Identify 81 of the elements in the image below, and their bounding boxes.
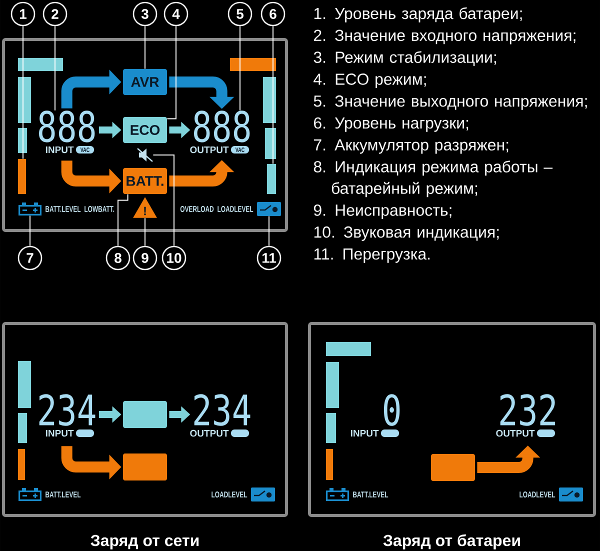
callout-number: 7: [18, 246, 42, 270]
callout-number: 3: [132, 2, 158, 26]
level-segment: [265, 128, 276, 159]
panel-label: Заряд от сети: [90, 534, 199, 550]
callout-number: 9: [132, 246, 158, 270]
leader-line: [118, 194, 128, 246]
level-segment: [18, 413, 27, 443]
level-segment: [18, 77, 31, 123]
leader-line: [152, 154, 174, 246]
indicator-label: LOADLEVEL: [520, 492, 556, 498]
lcd-panel: [2, 322, 288, 517]
leader-line: [144, 218, 146, 246]
list-item: 7. Аккумулятор разряжен;: [314, 139, 508, 154]
indicator-box: ECO: [123, 117, 167, 143]
display-label: INPUT: [46, 146, 74, 154]
callout-number: 6: [260, 2, 286, 26]
battery-icon: [18, 488, 42, 501]
switch-icon: [257, 202, 281, 216]
indicator-label: BATT.LEVEL: [46, 206, 81, 212]
digit-display: 234: [194, 394, 250, 426]
battery-icon: [326, 488, 349, 501]
callout-number: 11: [256, 246, 282, 270]
callout-number: 5: [228, 2, 252, 26]
indicator-box: [123, 401, 167, 428]
callout-number: 10: [162, 246, 186, 270]
battery-icon: [18, 202, 42, 216]
callout-number: 1: [10, 2, 36, 26]
lcd-panel: [308, 322, 596, 517]
level-segment: [18, 361, 31, 408]
leader-line: [268, 216, 270, 246]
list-item: 10. Звуковая индикация;: [314, 226, 499, 241]
indicator-box: BATT.: [123, 168, 167, 194]
list-item: 3. Режим стабилизации;: [314, 51, 496, 66]
indicator-box: [431, 454, 475, 481]
level-segment: [326, 342, 371, 356]
digit-display: 888: [194, 110, 250, 142]
list-item: 9. Неисправность;: [314, 204, 452, 220]
indicator-label: LOADLEVEL: [218, 206, 254, 212]
indicator-box: AVR: [123, 69, 167, 95]
leader-line: [272, 26, 274, 164]
digit-display: 232: [500, 394, 555, 426]
display-label: INPUT: [350, 430, 379, 437]
indicator-label: OVERLOAD: [180, 206, 214, 212]
level-segment: [326, 449, 333, 480]
list-item: 1. Уровень заряда батареи;: [314, 7, 522, 22]
callout-number: 4: [164, 2, 188, 26]
list-item: 6. Уровень нагрузки;: [314, 117, 468, 132]
leader-line: [166, 26, 176, 120]
indicator-box: [123, 454, 167, 480]
display-label: INPUT: [46, 430, 74, 437]
switch-icon: [251, 488, 275, 502]
speaker-icon: [137, 148, 153, 162]
level-segment: [267, 164, 276, 194]
level-segment: [18, 449, 25, 480]
digit-display: 888: [39, 110, 95, 142]
list-item: 5. Значение выходного напряжения;: [314, 95, 587, 110]
indicator-label: LOADLEVEL: [212, 492, 248, 498]
digit-display: 234: [39, 394, 96, 426]
level-segment: [263, 77, 276, 123]
list-item: 4. ECO режим;: [314, 74, 426, 88]
indicator-label: BATT.LEVEL: [46, 492, 81, 498]
callout-number: 8: [106, 246, 130, 270]
callout-number: 2: [42, 2, 68, 26]
list-item: 2. Значение входного напряжения;: [314, 30, 576, 44]
panel-label: Заряд от батареи: [383, 534, 520, 550]
leader-line: [54, 26, 56, 111]
list-item: 8. Индикация режима работы – батарейный режим;: [314, 160, 553, 198]
level-segment: [326, 413, 336, 443]
list-item: 11. Перегрузка.: [314, 248, 430, 263]
display-label: OUTPUT: [190, 146, 229, 154]
warning-triangle: !: [133, 197, 157, 218]
display-label: OUTPUT: [190, 430, 229, 437]
digit-display: 0: [384, 394, 400, 426]
indicator-label: BATT.LEVEL: [353, 492, 388, 498]
leader-line: [22, 26, 24, 160]
level-segment: [326, 362, 339, 408]
display-label: OUTPUT: [496, 430, 535, 437]
switch-icon: [559, 488, 583, 502]
indicator-label: LOWBATT.: [84, 206, 114, 212]
leader-line: [144, 26, 146, 70]
level-segment: [18, 159, 26, 194]
